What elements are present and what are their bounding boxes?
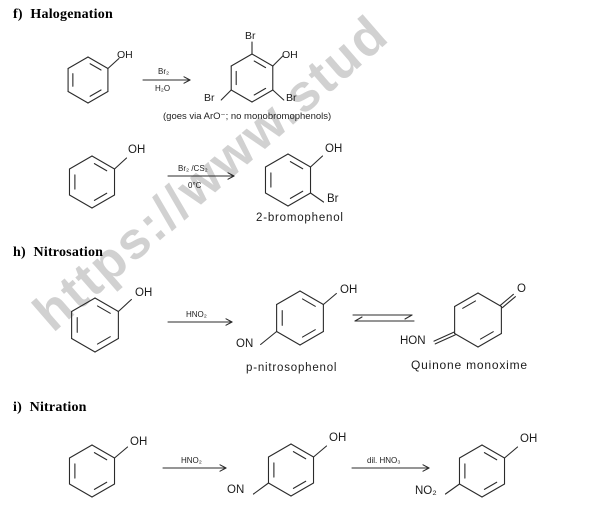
o-label: O <box>517 283 526 295</box>
oh-label: OH <box>329 432 347 444</box>
condition-label-0c: 0°C <box>188 181 202 190</box>
oh-label: OH <box>117 49 133 61</box>
oh-label: OH <box>520 433 538 445</box>
br-label: Br <box>286 92 297 104</box>
reaction-arrow <box>167 172 235 180</box>
reagent-label-h2o: H₂O <box>155 84 171 93</box>
oh-label: OH <box>130 436 148 448</box>
equilibrium-arrows <box>352 314 415 322</box>
phenol-structure <box>68 444 129 498</box>
tribromophenol-structure <box>220 41 285 103</box>
section-heading-halogenation: f) Halogenation <box>13 7 113 22</box>
reaction-arrow <box>142 76 191 84</box>
quinone-monoxime-structure <box>433 292 516 348</box>
reaction-arrow <box>351 464 430 472</box>
oh-label: OH <box>325 143 343 155</box>
nitrosophenol-structure <box>252 443 328 497</box>
phenol-structure <box>68 155 128 209</box>
on-label: ON <box>227 484 245 496</box>
oh-label: OH <box>135 287 153 299</box>
br-label: Br <box>204 92 215 104</box>
halogenation-note: (goes via ArO⁻; no monobromophenols) <box>163 111 332 122</box>
product-name-quinone-monoxime: Quinone monoxime <box>411 358 528 372</box>
nitrosophenol-structure <box>260 290 337 346</box>
phenol-structure <box>71 297 132 353</box>
br-label: Br <box>327 193 339 205</box>
reagent-label-hno2: HNO₂ <box>181 456 202 465</box>
no2-label: NO₂ <box>415 485 437 497</box>
product-name-bromophenol: 2-bromophenol <box>256 212 344 224</box>
reagent-label-br2-cs2: Br₂ /CS₂ <box>178 164 208 173</box>
reaction-arrow <box>167 318 233 326</box>
section-heading-nitration: i) Nitration <box>13 400 87 415</box>
bromophenol-structure <box>264 153 325 207</box>
reaction-arrow <box>162 464 227 472</box>
phenol-structure <box>67 56 120 104</box>
reagent-label-br2: Br₂ <box>158 67 170 76</box>
nitrophenol-structure <box>444 444 519 498</box>
oh-label: OH <box>340 284 358 296</box>
on-label: ON <box>236 338 254 350</box>
section-heading-nitrosation: h) Nitrosation <box>13 245 104 260</box>
reagent-label-dil-hno3: dil. HNO₃ <box>367 456 401 465</box>
reagent-label-hno2: HNO₂ <box>186 310 207 319</box>
hon-label: HON <box>400 335 426 347</box>
oh-label: OH <box>282 49 298 61</box>
oh-label: OH <box>128 144 146 156</box>
product-name-p-nitrosophenol: p-nitrosophenol <box>246 362 338 374</box>
br-label: Br <box>245 30 256 42</box>
